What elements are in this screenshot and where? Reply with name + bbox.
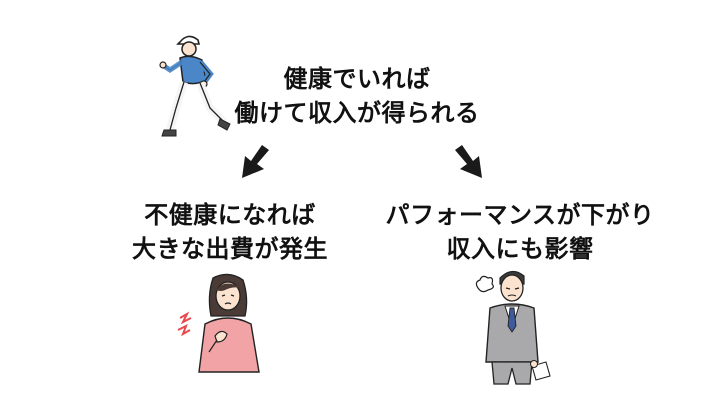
center-statement: 健康でいれば 働けて収入が得られる bbox=[222, 62, 492, 130]
right-line-1: パフォーマンスが下がり bbox=[385, 201, 655, 229]
right-outcome-statement: パフォーマンスが下がり 収入にも影響 bbox=[385, 198, 655, 266]
woman-in-pain-icon bbox=[177, 273, 260, 373]
center-line-2: 働けて収入が得られる bbox=[234, 99, 480, 127]
right-line-2: 収入にも影響 bbox=[446, 235, 594, 263]
running-worker-icon bbox=[159, 35, 231, 137]
tired-businessman-icon bbox=[475, 270, 551, 385]
center-line-1: 健康でいれば bbox=[283, 65, 431, 93]
arrow-down-right-icon bbox=[455, 145, 482, 178]
left-line-1: 不健康になれば bbox=[144, 201, 316, 229]
left-line-2: 大きな出費が発生 bbox=[132, 235, 328, 263]
arrow-down-left-icon bbox=[242, 145, 269, 178]
left-outcome-statement: 不健康になれば 大きな出費が発生 bbox=[95, 198, 365, 266]
